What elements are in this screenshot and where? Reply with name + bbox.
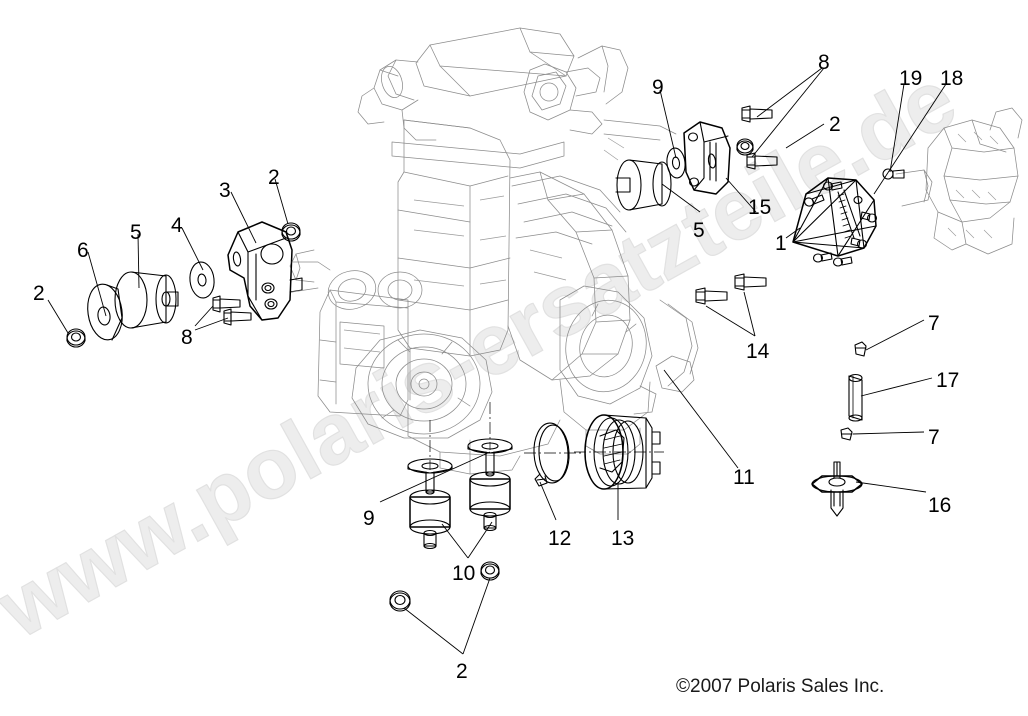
callout-2: 2: [33, 282, 45, 305]
svg-text:www.polaris-ersatzteile.de: www.polaris-ersatzteile.de: [0, 51, 971, 658]
callout-17: 17: [936, 369, 960, 392]
callout-8: 8: [818, 51, 830, 74]
callout-9: 9: [652, 76, 664, 99]
engine-phantom-outline: [289, 27, 695, 475]
callout-14: 14: [746, 340, 770, 363]
callout-19: 19: [899, 67, 923, 90]
copyright-notice: ©2007 Polaris Sales Inc.: [676, 676, 885, 697]
part-boot-coupler-13: [574, 414, 664, 490]
part-clip-7-upper: [854, 341, 867, 357]
callout-15: 15: [748, 196, 772, 219]
part-isolator-mount-16: [811, 461, 863, 517]
part-nut-2-top: [736, 138, 754, 156]
part-nut-2-left-upper: [281, 222, 301, 242]
part-pin-19: [882, 168, 905, 180]
part-flange-bolt-14-b: [695, 287, 728, 305]
part-isolator-mount-10-right: [469, 451, 511, 532]
part-mount-bracket-3: [227, 221, 303, 321]
callout-11: 11: [733, 466, 755, 489]
callout-3: 3: [219, 179, 231, 202]
part-clip-7-lower: [840, 427, 853, 441]
part-pin-17: [848, 373, 863, 422]
callout-12: 12: [548, 527, 572, 550]
part-nut-2-left: [66, 328, 86, 348]
part-washer-9-top: [666, 147, 686, 179]
part-isolator-bushing-5-left: [114, 271, 179, 329]
part-washer-4: [189, 261, 215, 299]
part-bracket-15: [683, 121, 731, 195]
callout-16: 16: [928, 494, 952, 517]
callout-7: 7: [928, 312, 940, 335]
part-nut-2-bottom-left: [389, 590, 411, 612]
callout-5: 5: [693, 219, 705, 242]
callout-8: 8: [181, 326, 193, 349]
callout-5: 5: [130, 221, 142, 244]
callout-7: 7: [928, 426, 940, 449]
watermark: www.polaris-ersatzteile.de: [0, 50, 972, 658]
callout-4: 4: [171, 214, 183, 237]
callout-18: 18: [940, 67, 964, 90]
transmission-phantom-18: [895, 107, 1023, 255]
part-washer-cup-6: [87, 283, 123, 341]
part-flange-bolt-8-left-b: [223, 308, 252, 326]
part-flange-bolt-14-a: [734, 273, 767, 291]
callout-9: 9: [363, 507, 375, 530]
callout-2: 2: [456, 660, 468, 683]
part-flange-bolt-8-left-a: [212, 295, 241, 313]
leader-lines: [47, 67, 947, 655]
part-mount-arm-11: [659, 299, 699, 387]
plate-bolt-set: [804, 181, 878, 267]
callout-1: 1: [775, 232, 787, 255]
callout-2: 2: [268, 166, 280, 189]
callout-6: 6: [77, 239, 89, 262]
callout-13: 13: [611, 527, 635, 550]
part-nut-2-bottom-right: [480, 561, 500, 581]
callout-10: 10: [452, 562, 476, 585]
part-engine-mount-plate-1: [792, 177, 878, 267]
part-isolator-mount-10-left: [409, 471, 451, 550]
callout-2: 2: [829, 113, 841, 136]
part-clamp-12: [524, 422, 582, 487]
part-flange-bolt-8-top-a: [741, 105, 773, 123]
part-flange-bolt-8-top-b: [746, 152, 778, 170]
